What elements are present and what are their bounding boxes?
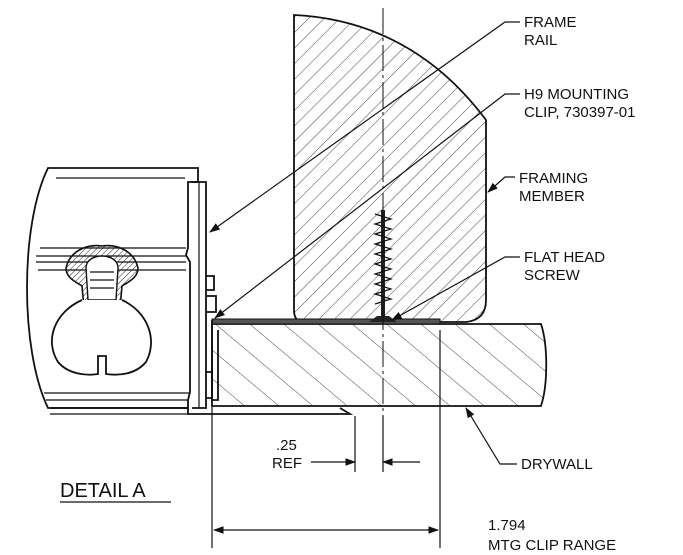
flat-head-screw-label: FLAT HEAD SCREW [524, 249, 609, 284]
framing-member-label: FRAMING MEMBER [519, 170, 592, 205]
frame-rail-label: FRAME RAIL [524, 14, 581, 49]
drywall-label: DRYWALL [521, 456, 593, 473]
gasket-seal [51, 244, 152, 376]
drywall-panel [211, 323, 548, 407]
dimension-clip-range [211, 330, 441, 548]
leader-lines [209, 21, 520, 465]
ref-dimension-label: .25 REF [272, 437, 302, 472]
mounting-clip-label: H9 MOUNTING CLIP, 730397-01 [524, 86, 635, 121]
clip-range-dimension-label: 1.794 MTG CLIP RANGE [488, 517, 616, 554]
detail-title: DETAIL A [60, 480, 146, 502]
mounting-clip [211, 318, 441, 401]
framing-member [293, 14, 487, 323]
dimension-ref [311, 416, 420, 472]
